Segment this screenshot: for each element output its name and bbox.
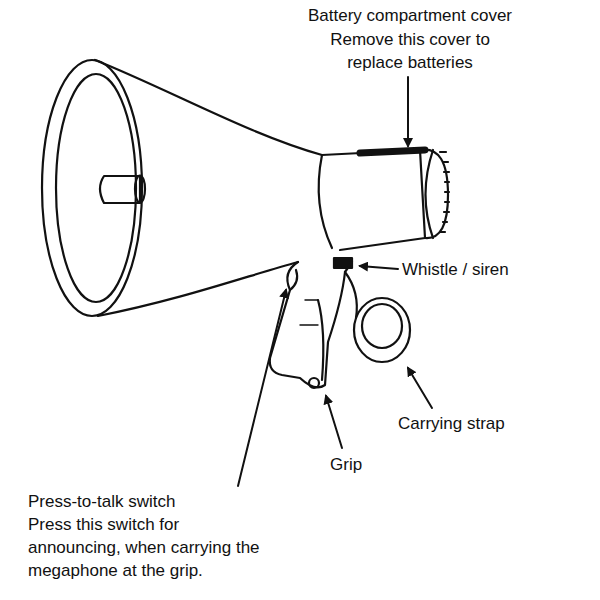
- leader-line: [360, 266, 398, 269]
- leader-line: [407, 77, 409, 146]
- body: [322, 150, 425, 250]
- grip-lines: [300, 300, 318, 325]
- body-highlight: [360, 150, 425, 153]
- bell-rim: [42, 60, 142, 316]
- part-label: Battery compartment cover: [260, 4, 560, 27]
- cone-bottom: [98, 262, 298, 316]
- battery-cover-edge: [426, 150, 434, 238]
- grip-edge: [318, 300, 323, 380]
- part-label: Grip: [330, 453, 362, 476]
- battery-cover: [420, 150, 448, 239]
- leader-line: [408, 368, 432, 408]
- driver-end: [135, 176, 145, 203]
- note-text: Remove this cover to replace batteries: [310, 28, 510, 74]
- bell-inner-rim: [56, 74, 136, 302]
- leader-line: [238, 290, 286, 486]
- part-label: Carrying strap: [398, 412, 505, 435]
- strap-ring: [309, 378, 319, 388]
- note-text: Press this switch for announcing, when c…: [28, 513, 264, 582]
- carrying-strap-inner: [362, 304, 402, 348]
- leader-line: [326, 396, 342, 448]
- strap-attach: [345, 272, 357, 318]
- part-label: Whistle / siren: [402, 258, 509, 281]
- ptt-switch: [290, 270, 297, 290]
- body-seam: [319, 155, 332, 248]
- grip: [270, 262, 352, 387]
- carrying-strap: [354, 298, 410, 362]
- cover-grip-ridges: [440, 152, 449, 232]
- part-label: Press-to-talk switch: [28, 490, 175, 513]
- cone-top: [95, 60, 322, 155]
